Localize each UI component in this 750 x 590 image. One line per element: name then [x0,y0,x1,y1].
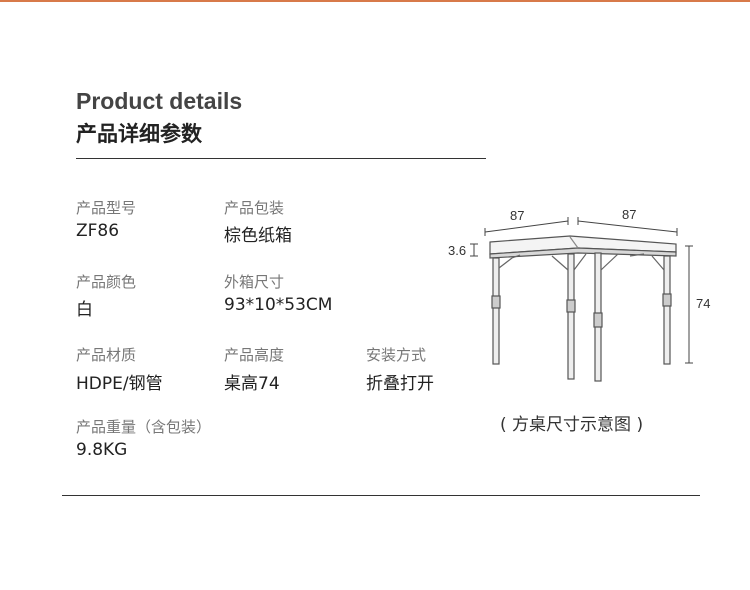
spec-label-height: 产品高度 [224,346,285,364]
top-accent-strip [0,0,750,2]
spec-label-color: 产品颜色 [76,273,137,291]
spec-value-carton-size: 93*10*53CM [224,295,333,315]
diagram-caption: ( 方桌尺寸示意图 ) [500,415,644,435]
dim-width-right: 87 [622,207,636,222]
spec-label-model: 产品型号 [76,199,137,217]
dim-top-thickness: 3.6 [448,243,466,258]
spec-label-carton-size: 外箱尺寸 [224,273,285,291]
bottom-divider [62,495,700,496]
dim-height: 74 [696,296,710,311]
table-diagram: 87 87 3.6 74 [448,207,710,382]
spec-value-material: HDPE/钢管 [76,374,163,394]
spec-label-install: 安装方式 [366,346,427,364]
spec-label-material: 产品材质 [76,346,137,364]
spec-value-height: 桌高74 [224,374,280,394]
height-dimension-line [685,245,693,364]
page-title-cn: 产品详细参数 [76,122,202,146]
spec-label-weight: 产品重量（含包装） [76,418,212,436]
dim-width-left: 87 [510,208,524,223]
title-divider [76,158,486,159]
spec-value-model: ZF86 [76,221,120,241]
page-title-en: Product details [76,88,243,114]
table-top [489,235,677,259]
width-dimension-lines [484,217,678,236]
spec-label-packaging: 产品包装 [224,199,285,217]
table-braces [498,253,665,271]
spec-value-install: 折叠打开 [366,374,434,394]
spec-value-packaging: 棕色纸箱 [224,226,292,246]
thickness-dimension-line [470,243,478,257]
table-legs [491,252,672,382]
spec-value-weight: 9.8KG [76,440,128,460]
spec-value-color: 白 [76,300,93,320]
